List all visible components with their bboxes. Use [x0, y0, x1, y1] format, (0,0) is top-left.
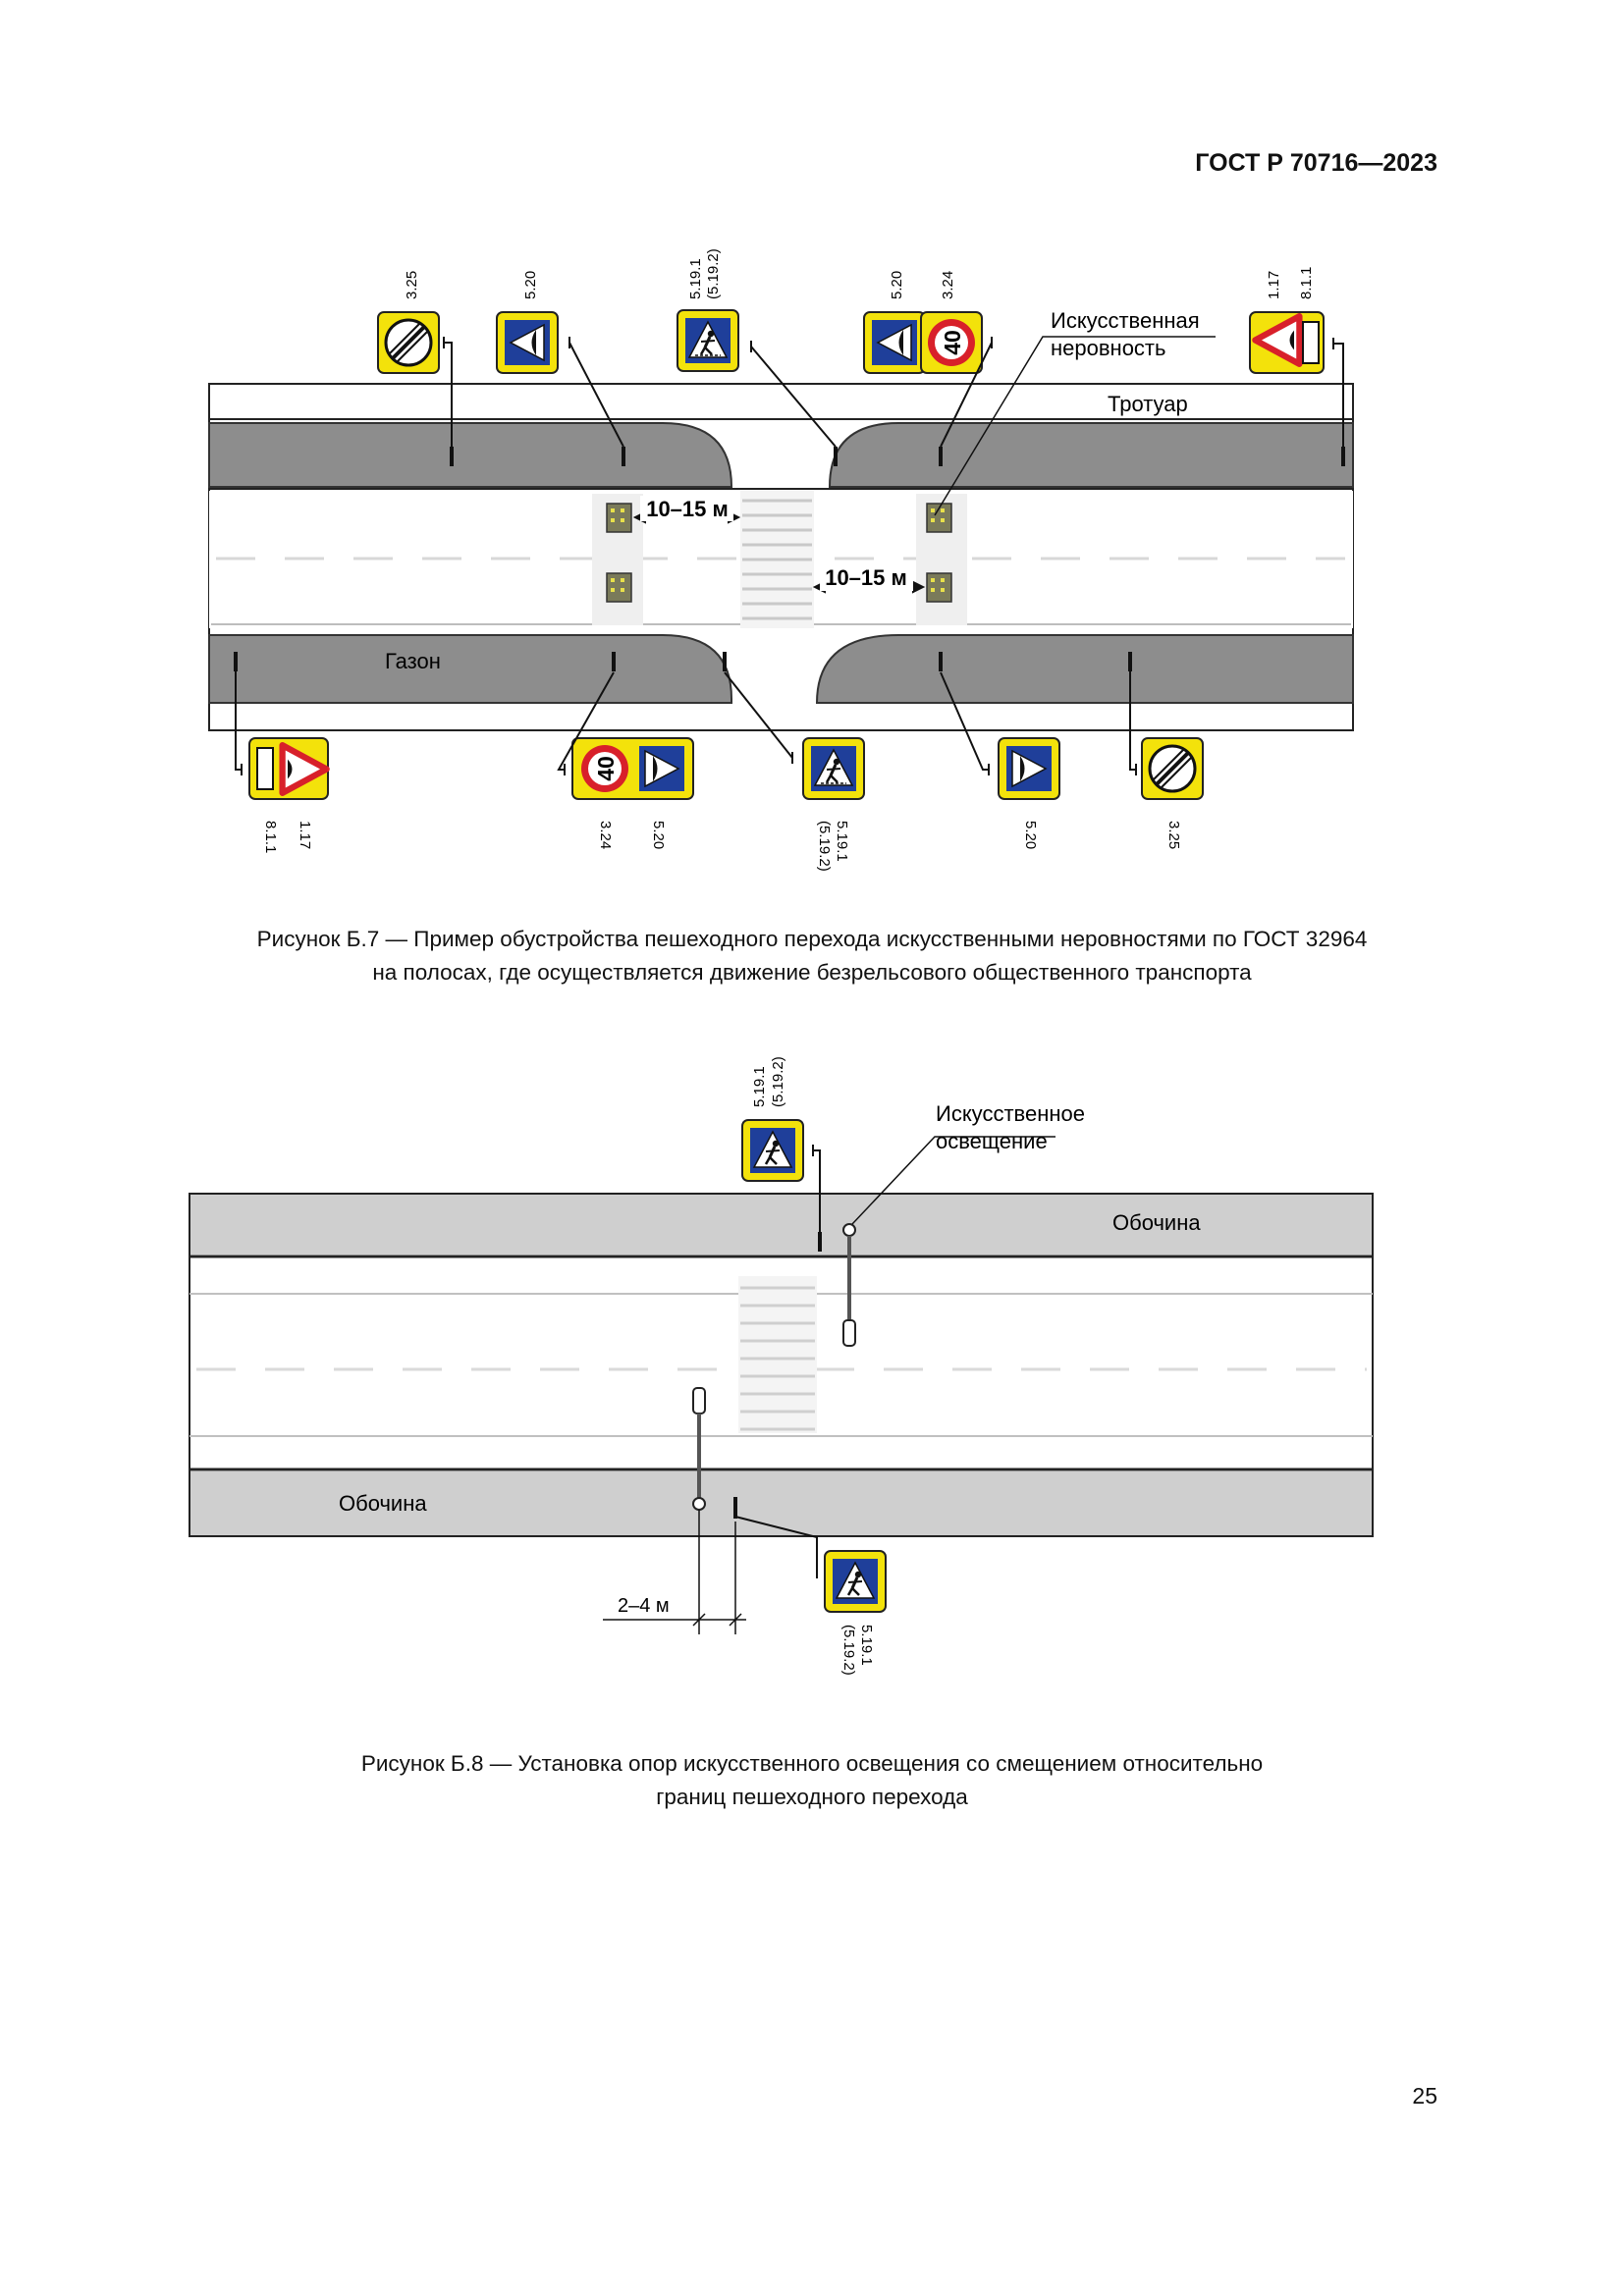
- code-3-24-top: 3.24: [940, 271, 956, 299]
- sign-3-24-top: 40: [920, 311, 983, 374]
- code-8-1-1-bottom: 8.1.1: [262, 821, 279, 853]
- code-5-19-1-b8-bottom: 5.19.1: [858, 1625, 875, 1666]
- shoulder-label-top: Обочина: [1112, 1210, 1201, 1235]
- speed-limit-value-bottom: 40: [593, 756, 619, 781]
- page-number: 25: [1412, 2083, 1437, 2109]
- code-5-19-2-b8-bottom: (5.19.2): [840, 1625, 857, 1676]
- code-5-19-1-b8-top: 5.19.1: [751, 1066, 768, 1107]
- light-label-line2: освещение: [936, 1129, 1048, 1153]
- shoulder-label-bottom: Обочина: [339, 1491, 427, 1516]
- code-8-1-1-top: 8.1.1: [1298, 267, 1315, 299]
- document-header: ГОСТ Р 70716—2023: [1195, 149, 1437, 177]
- sign-3-25-bottom: [1140, 736, 1205, 801]
- bump-label-line2: неровность: [1051, 336, 1165, 360]
- sign-3-24-5-20-bottom: 40: [571, 737, 694, 800]
- sign-5-20-top-left: [496, 311, 559, 374]
- figure-b8-caption-line1: Рисунок Б.8 — Установка опор искусственн…: [360, 1751, 1264, 1776]
- zebra-crossing-b8: [738, 1276, 817, 1433]
- code-3-25-bottom: 3.25: [1165, 821, 1182, 849]
- sign-5-19-1-bottom: [801, 736, 866, 801]
- code-5-20-top-left: 5.20: [522, 271, 539, 299]
- sign-5-20-bottom-right: [998, 737, 1060, 800]
- light-pole-top: [842, 1223, 856, 1347]
- figure-b7-diagram: 10–15 м 10–15 м Тротуар Газон Искусствен…: [208, 248, 1354, 872]
- light-pole-bottom: [692, 1387, 706, 1511]
- code-5-19-2-bottom: (5.19.2): [816, 821, 833, 872]
- code-5-19-1-bottom: 5.19.1: [834, 821, 850, 862]
- lawn-label: Газон: [385, 649, 441, 673]
- code-1-17-top: 1.17: [1266, 271, 1282, 299]
- sign-1-17-8-1-1-top: [1249, 311, 1325, 374]
- code-5-19-2-b8-top: (5.19.2): [770, 1056, 786, 1107]
- sign-1-17-8-1-1-bottom: [248, 737, 328, 800]
- figure-b8-caption-line2: границ пешеходного перехода: [656, 1785, 968, 1809]
- sign-5-19-1-b8-bottom: [824, 1550, 887, 1613]
- code-5-20-top-right: 5.20: [889, 271, 905, 299]
- speed-bump-marker: [606, 503, 952, 603]
- code-3-25-top: 3.25: [404, 271, 420, 299]
- bump-label-line1: Искусственная: [1051, 308, 1200, 333]
- sign-5-19-1-top: [676, 308, 740, 373]
- offset-dimension-label: 2–4 м: [618, 1595, 670, 1617]
- figure-b7-caption-line1: Рисунок Б.7 — Пример обустройства пешехо…: [256, 927, 1368, 951]
- speed-limit-value-top: 40: [940, 330, 965, 355]
- sign-3-25-top: [376, 310, 441, 375]
- code-5-20-bottom-left: 5.20: [650, 821, 667, 849]
- code-5-20-bottom-right: 5.20: [1022, 821, 1039, 849]
- sign-5-19-1-b8-top: [741, 1119, 804, 1182]
- code-1-17-bottom: 1.17: [297, 821, 313, 849]
- figure-b7-caption-line2: на полосах, где осуществляется движение …: [372, 960, 1252, 985]
- code-3-24-bottom: 3.24: [597, 821, 614, 849]
- light-label-line1: Искусственное: [936, 1101, 1085, 1126]
- sign-5-20-top-right: [863, 311, 926, 374]
- distance-label-top: 10–15 м: [646, 497, 729, 521]
- sidewalk-label: Тротуар: [1108, 392, 1188, 416]
- code-5-19-1-top: 5.19.1: [687, 258, 704, 299]
- distance-label-bottom: 10–15 м: [825, 565, 907, 590]
- zebra-crossing-b7: [740, 491, 814, 628]
- code-5-19-2-top: (5.19.2): [705, 248, 722, 299]
